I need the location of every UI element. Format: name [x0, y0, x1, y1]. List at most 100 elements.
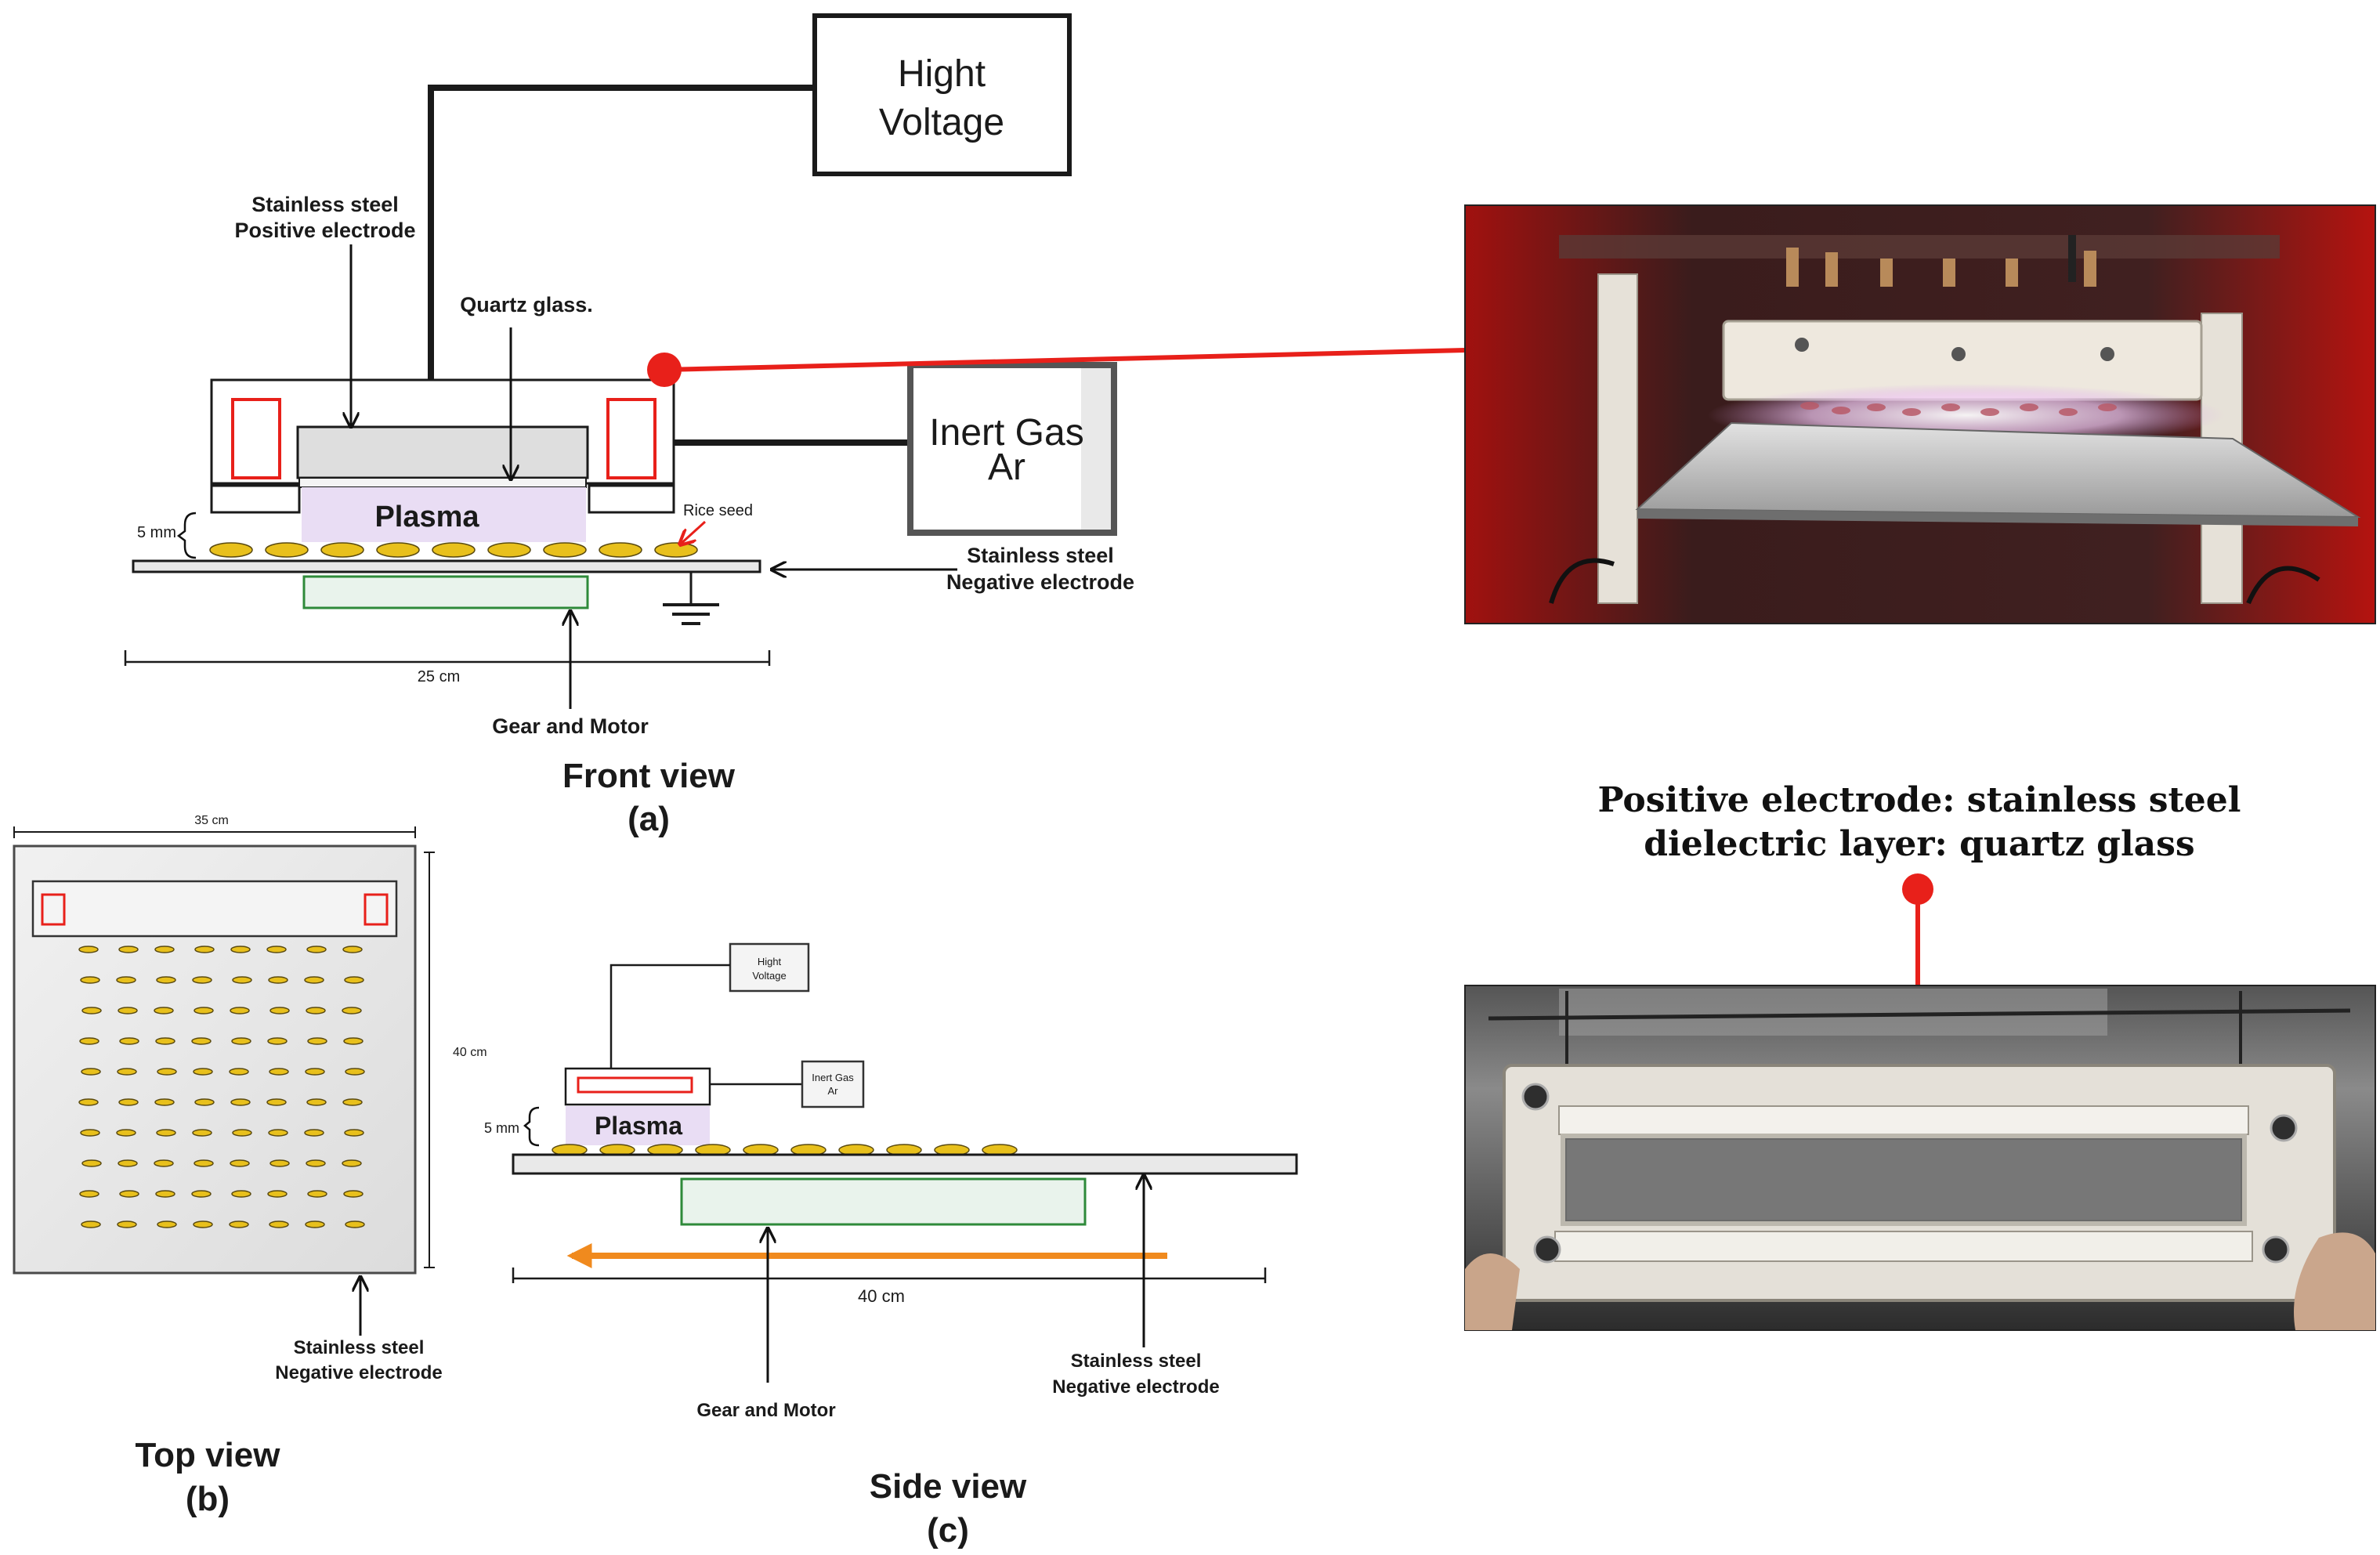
rice-seed [343, 1037, 364, 1045]
rice-seed [194, 1098, 215, 1106]
rice-seed [118, 1159, 138, 1167]
front-view-letter: (a) [628, 800, 670, 838]
side-gap-bracket [523, 1106, 540, 1147]
rice-seed [80, 1129, 100, 1137]
photo-link-dot [647, 353, 682, 387]
side-gear-motor-box [680, 1177, 1087, 1226]
high-voltage-box: Hight Voltage [812, 13, 1072, 176]
rice-seed [193, 1220, 213, 1228]
rice-seed [343, 1190, 364, 1198]
side-hv-label-2: Voltage [752, 970, 786, 982]
rice-seed [191, 1190, 212, 1198]
gap-label: 5 mm [137, 524, 176, 541]
rice-seed [78, 946, 99, 953]
rice-seed [267, 1190, 288, 1198]
rice-seed [230, 1159, 250, 1167]
front-view-caption: Front view [562, 757, 736, 795]
rice-seed [118, 1098, 139, 1106]
rice-seed [229, 1068, 249, 1076]
rice-seed [599, 542, 642, 558]
rice-seed [266, 946, 287, 953]
top-negative-label-1: Stainless steel [294, 1337, 425, 1358]
side-hv-label-1: Hight [758, 956, 782, 967]
rice-seed [269, 1220, 289, 1228]
side-gear-motor-label: Gear and Motor [696, 1400, 835, 1421]
rice-seed [78, 1098, 99, 1106]
side-hv-wire [609, 964, 730, 1069]
gap-bracket [176, 512, 197, 559]
ground-icon [663, 572, 719, 625]
rice-seed [376, 542, 420, 558]
inert-gas-label-2: Ar [988, 447, 1025, 488]
top-electrode-bar [31, 880, 398, 938]
rice-seed [304, 1129, 324, 1137]
side-gas-label-2: Ar [828, 1085, 839, 1097]
rice-seed [232, 1129, 252, 1137]
positive-electrode-label-2: Positive electrode [234, 219, 415, 242]
rice-seed [320, 542, 364, 558]
side-length-dimension [512, 1268, 1267, 1283]
housing-left-slot [231, 398, 281, 479]
top-left-slot [41, 893, 66, 926]
rice-seed [154, 946, 175, 953]
photo-device-operating [1464, 204, 2376, 624]
rice-seed [194, 1007, 214, 1014]
rice-seed [81, 1159, 102, 1167]
high-voltage-wire [428, 85, 815, 427]
side-view: Hight Voltage Inert Gas Ar Plasma 5 mm 4… [484, 942, 1298, 1550]
rice-seed-label: Rice seed [683, 502, 753, 519]
rice-seed [154, 1098, 175, 1106]
rice-seed [305, 1220, 325, 1228]
high-voltage-label-1: Hight [898, 53, 986, 95]
rice-seed [79, 1190, 99, 1198]
rice-seed [117, 1220, 137, 1228]
rice-seed [119, 1037, 139, 1045]
housing-right-slot [606, 398, 656, 479]
rice-seed [342, 1007, 362, 1014]
positive-electrode-label-1: Stainless steel [251, 193, 399, 216]
rice-seed [268, 976, 288, 984]
side-gap-label: 5 mm [484, 1120, 519, 1136]
top-view-caption: Top view [136, 1436, 281, 1474]
rice-seed [342, 1098, 363, 1106]
rice-seed [116, 976, 136, 984]
side-negative-label-2: Negative electrode [1052, 1376, 1219, 1398]
rice-seed [269, 1068, 289, 1076]
rice-seed [154, 1159, 174, 1167]
negative-electrode-plate [132, 559, 761, 573]
negative-electrode-label-2: Negative electrode [946, 570, 1134, 594]
rice-seed [306, 1007, 326, 1014]
photo-left-hand [1465, 1253, 1520, 1330]
rice-seed [80, 976, 100, 984]
photo-right-hand [2294, 1232, 2375, 1330]
side-inert-gas-box: Inert Gas Ar [801, 1060, 865, 1108]
rice-seed [154, 1007, 174, 1014]
rice-seed [305, 1068, 325, 1076]
rice-seed [191, 1037, 212, 1045]
side-plasma-region [566, 1106, 710, 1145]
rice-seed [157, 1220, 177, 1228]
rice-seed [304, 976, 324, 984]
top-height-dimension [424, 852, 435, 1268]
rice-seed [654, 542, 698, 558]
rice-seed [342, 1159, 362, 1167]
photo-terminals [1786, 235, 2096, 287]
rice-seed [345, 1068, 365, 1076]
rice-seed [543, 542, 587, 558]
rice-seed [432, 542, 476, 558]
quartz-glass [298, 477, 587, 488]
rice-seed [487, 542, 531, 558]
rice-seed [192, 976, 212, 984]
rice-seed [81, 1007, 102, 1014]
rice-seed [307, 1037, 327, 1045]
rice-seed [155, 1190, 175, 1198]
positive-electrode [296, 425, 589, 479]
rice-seed [156, 976, 176, 984]
rice-seed [230, 1098, 251, 1106]
gear-motor-box [302, 575, 589, 609]
gear-motor-label: Gear and Motor [492, 714, 649, 738]
inert-gas-label-1: Inert Gas [929, 412, 1083, 454]
top-view-letter: (b) [186, 1480, 230, 1518]
rice-seed [157, 1068, 177, 1076]
